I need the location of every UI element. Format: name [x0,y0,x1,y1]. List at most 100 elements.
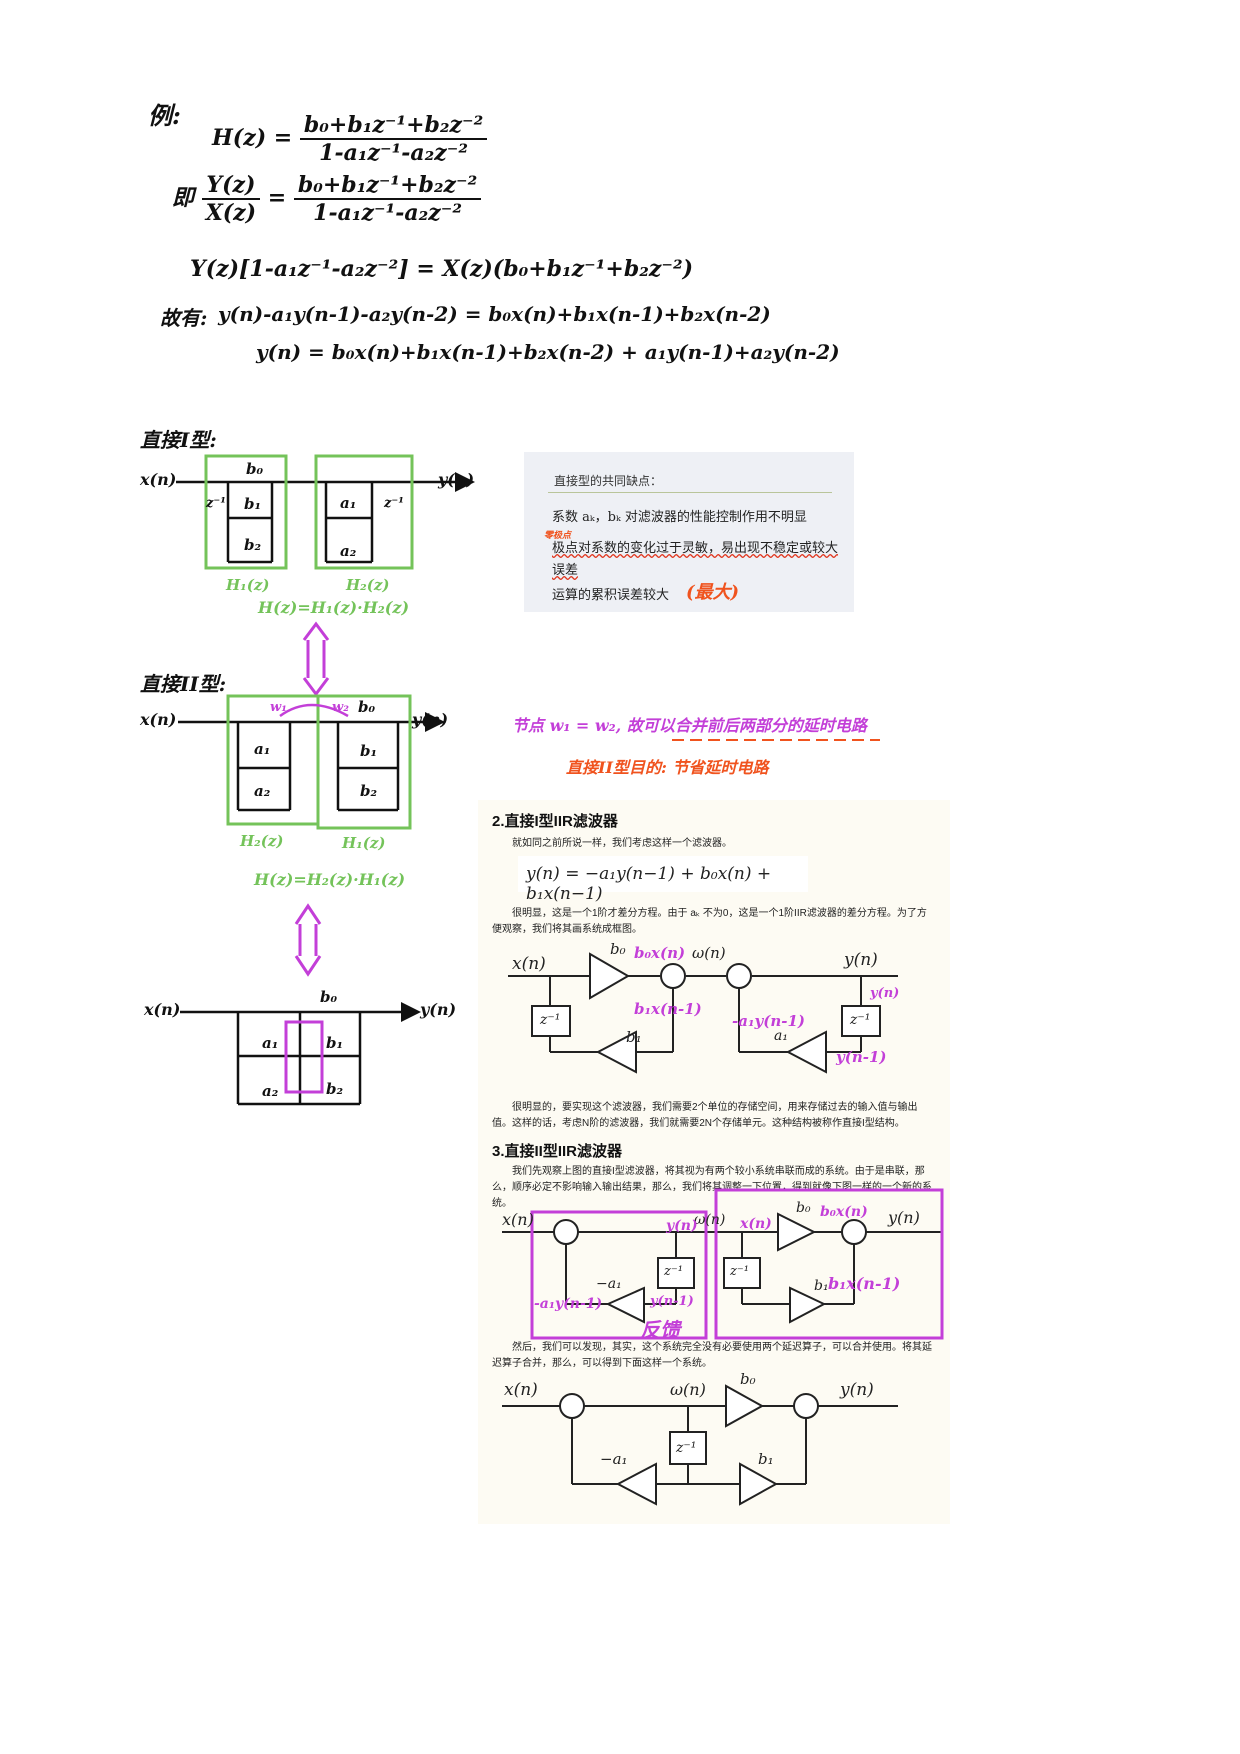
direct2-product: H(z)=H₂(z)·H₁(z) [254,870,406,889]
fig1-z1: z⁻¹ [540,1012,561,1028]
ji-label: 即 [172,185,195,211]
merged-y: y(n) [420,1000,457,1019]
sec3-title: 3.直接II型IIR滤波器 [492,1143,623,1160]
h-lhs: H(z) = [212,125,293,151]
direct2-boxes [226,694,412,830]
fig1-pen-b0x: b₀x(n) [634,944,686,962]
drawback-item-2: 极点对系数的变化过于灵敏，易出现不稳定或较大误差 [552,541,839,578]
direct2-b0: b₀ [358,698,376,716]
direct2-note-orange: 直接II型目的: 节省延时电路 [566,758,769,777]
direct1-x: x(n) [140,470,177,489]
direct2-h1: H₁(z) [342,834,386,852]
sec3-p2: 然后，我们可以发现，其实，这个系统完全没有必要使用两个延迟算子，可以合并使用。将… [492,1342,932,1369]
direct2-b1: b₁ [360,742,378,760]
fig2-pen-yn1: y(n-1) [650,1294,694,1309]
equivalence-arrow-2 [294,903,322,977]
h-denominator: 1-a₁z⁻¹-a₂z⁻² [319,140,468,166]
direct2-w1: w₁ [270,700,287,715]
fig2-w: ω(n) [694,1212,726,1228]
merged-b2: b₂ [326,1080,344,1098]
direct1-z2: z⁻¹ [384,496,404,511]
direct2-w2: w₂ [332,700,349,715]
direct1-y: y(n) [438,470,475,489]
direct1-b0: b₀ [246,460,264,478]
example-label: 例: [148,101,181,130]
sec2-p3: 很明显的，要实现这个滤波器，我们需要2个单位的存储空间，用来存储过去的输入值与输… [492,1102,918,1129]
fig1-pen-b1x: b₁x(n-1) [634,1000,702,1018]
fig2-pen-feedback: 反馈 [640,1318,680,1342]
ratio-fraction-rhs: b₀+b₁z⁻¹+b₂z⁻² 1-a₁z⁻¹-a₂z⁻² [293,172,482,226]
output-equation: y(n) = b₀x(n)+b₁x(n-1)+b₂x(n-2) + a₁y(n-… [256,340,840,364]
direct2-h2: H₂(z) [240,832,284,850]
direct2-a1: a₁ [254,740,271,758]
z-domain-equation: Y(z)[1-a₁z⁻¹-a₂z⁻²] = X(z)(b₀+b₁z⁻¹+b₂z⁻… [190,256,694,282]
difference-equation: y(n)-a₁y(n-1)-a₂y(n-2) = b₀x(n)+b₁x(n-1)… [218,302,771,326]
fig2-z2: z⁻¹ [730,1264,749,1279]
merged-delay-box [284,1020,324,1094]
fig2-a1: −a₁ [596,1276,622,1292]
ratio-equation: 即 Y(z) X(z) = b₀+b₁z⁻¹+b₂z⁻² 1-a₁z⁻¹-a₂z… [172,172,482,226]
direct-form-drawbacks-box: 直接型的共同缺点： 系数 aₖ，bₖ 对滤波器的性能控制作用不明显 极点对系数的… [524,452,854,612]
direct1-heading: 直接I型: [140,428,217,452]
fig2-z1: z⁻¹ [664,1264,683,1279]
merged-a2: a₂ [262,1082,279,1100]
fig1-x: x(n) [512,954,546,974]
merged-b0: b₀ [320,988,338,1006]
direct1-h1: H₁(z) [226,576,270,594]
sec2-title: 2.直接I型IIR滤波器 [492,813,618,830]
ratio-rhs-denominator: 1-a₁z⁻¹-a₂z⁻² [313,200,462,226]
drawback-item-1: 系数 aₖ，bₖ 对滤波器的性能控制作用不明显 [552,510,807,525]
fig3-y: y(n) [840,1380,874,1400]
sec2-p2: 很明显，这是一个1阶才差分方程。由于 aₖ 不为0，这是一个1阶IIR滤波器的差… [492,908,927,935]
ratio-rhs-numerator: b₀+b₁z⁻¹+b₂z⁻² [293,172,482,200]
fig2-b1: b₁ [814,1278,829,1294]
sec3-p1: 我们先观察上图的直接I型滤波器，将其视为有两个较小系统串联而成的系统。由于是串联… [492,1166,932,1209]
direct2-b2: b₂ [360,782,378,800]
fig3-z: z⁻¹ [676,1440,697,1456]
drawback-note-small: 零极点 [544,531,572,541]
fig2-pen-b1x: b₁x(n-1) [828,1274,901,1293]
fig1-pen-yn1: y(n-1) [836,1048,887,1066]
direct1-b2: b₂ [244,536,262,554]
figure-direct1 [508,952,898,1074]
direct1-boxes [204,454,414,570]
fig3-b0: b₀ [740,1370,756,1388]
fig2-x: x(n) [502,1210,534,1229]
sec2-intro: 就如同之前所说一样，我们考虑这样一个滤波器。 [512,838,732,849]
fig3-w: ω(n) [670,1380,706,1399]
direct1-b1: b₁ [244,495,262,513]
direct2-y: y(n) [412,710,449,729]
fig2-pen-b0x: b₀x(n) [820,1204,868,1220]
direct1-a2: a₂ [340,542,357,560]
fig1-a1: a₁ [774,1028,788,1044]
direct1-a1: a₁ [340,494,357,512]
transfer-function: H(z) = b₀+b₁z⁻¹+b₂z⁻² 1-a₁z⁻¹-a₂z⁻² [212,112,488,166]
figure-direct2-merged [502,1384,898,1506]
direct1-z1: z⁻¹ [206,496,226,511]
ratio-numerator: Y(z) [201,172,261,200]
drawback-note-big: (最大) [686,582,740,603]
merged-b1: b₁ [326,1034,344,1052]
fig1-w: ω(n) [692,944,726,962]
fig1-pen-a1y: -a₁y(n-1) [732,1012,805,1030]
gu-label: 故有: [160,306,208,330]
direct2-heading: 直接II型: [140,672,227,696]
fig2-pen-xn: x(n) [740,1216,772,1232]
fig1-y: y(n) [844,950,878,970]
fig2-b0: b₀ [796,1200,811,1216]
article-screenshot: 2.直接I型IIR滤波器 就如同之前所说一样，我们考虑这样一个滤波器。 y(n)… [478,800,950,1524]
direct2-note-purple: 节点 w₁ = w₂, 故可以合并前后两部分的延时电路 [512,716,867,735]
sec2-equation-box: y(n) = −a₁y(n−1) + b₀x(n) + b₁x(n−1) [518,856,808,904]
drawbacks-title: 直接型的共同缺点： [554,474,663,488]
ratio-denominator: X(z) [205,200,257,226]
direct1-diagram [176,472,475,564]
merged-diagram [180,1002,421,1106]
drawback-item-3: 运算的累积误差较大 [552,588,670,603]
equivalence-arrow-1 [302,621,330,697]
fig3-x: x(n) [504,1380,538,1400]
fig1-pen-yn: y(n) [870,986,900,1001]
direct2-a2: a₂ [254,782,271,800]
ratio-fraction: Y(z) X(z) [201,172,261,226]
w-merge-arc [279,703,349,718]
fig1-b0: b₀ [610,940,626,958]
